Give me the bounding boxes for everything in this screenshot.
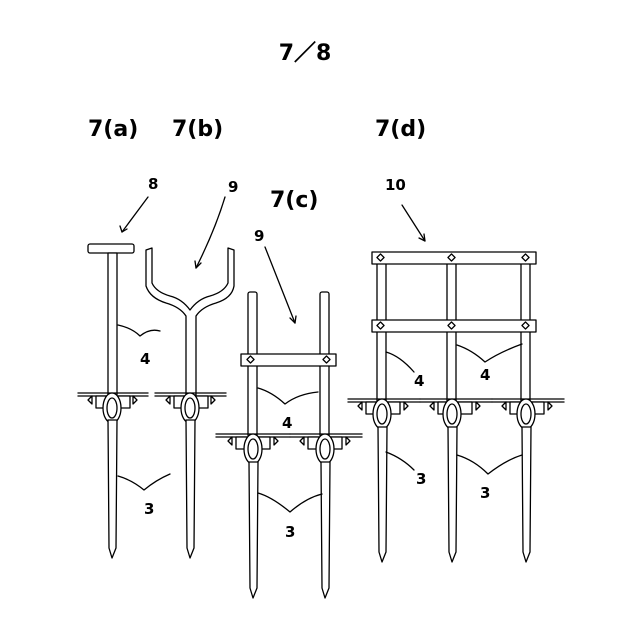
leader-3d-left (386, 452, 414, 470)
sheet-number: 7／8 (279, 41, 332, 66)
leader-9b (196, 197, 225, 268)
leader-4d-left (386, 352, 414, 372)
ref-4a: 4 (140, 350, 150, 368)
ref-10: 10 (385, 176, 406, 194)
ref-9b: 9 (228, 178, 238, 196)
ref-4c: 4 (282, 414, 292, 432)
ref-9c: 9 (254, 227, 264, 245)
ref-8: 8 (148, 175, 158, 193)
figure-label-7c: 7(c) (270, 188, 318, 213)
ref-3a: 3 (144, 500, 154, 518)
lower-stake-left (249, 462, 258, 598)
figure-label-7a: 7(a) (88, 117, 138, 142)
ground-bracket (155, 393, 226, 423)
upright-1 (377, 258, 386, 408)
lower-stake-1 (378, 427, 387, 562)
ground-bracket-right (290, 434, 362, 464)
lower-stake (186, 420, 195, 558)
leader-4c (258, 388, 318, 404)
ref-3c: 3 (285, 523, 295, 541)
figure-label-7b: 7(b) (172, 117, 223, 142)
figure-7b: 9 (146, 178, 238, 558)
ground-bracket-1 (348, 399, 420, 429)
ground-bracket-3 (492, 399, 564, 429)
leader-10 (402, 205, 425, 241)
ground-bracket-2 (420, 399, 492, 429)
leader-8 (122, 197, 148, 232)
ref-4d-right: 4 (480, 366, 490, 384)
t-handle (88, 244, 134, 253)
lower-stake-2 (448, 427, 457, 562)
ref-3d-right: 3 (480, 484, 490, 502)
upright-3 (521, 258, 530, 408)
crossbar (241, 354, 336, 366)
figure-7c: 9 (216, 227, 362, 598)
ground-bracket-left (216, 434, 290, 464)
leader-4d-right (457, 344, 522, 362)
figure-label-7d: 7(d) (375, 117, 426, 142)
upright-2 (447, 258, 456, 408)
leader-4a (118, 325, 160, 336)
figure-7d: 10 (348, 176, 564, 562)
leader-3a (118, 474, 170, 490)
upper-rod (108, 253, 117, 395)
lower-stake-3 (522, 427, 531, 562)
ref-4d-left: 4 (414, 372, 424, 390)
leader-3d-right (457, 455, 522, 474)
leader-3c (258, 493, 322, 512)
ground-bracket (78, 393, 148, 423)
y-fork (146, 248, 234, 395)
leader-9c (265, 247, 295, 323)
lower-stake (108, 420, 117, 558)
ref-3d-left: 3 (416, 470, 426, 488)
figure-7a: 8 (78, 175, 170, 558)
lower-stake-right (321, 462, 330, 598)
